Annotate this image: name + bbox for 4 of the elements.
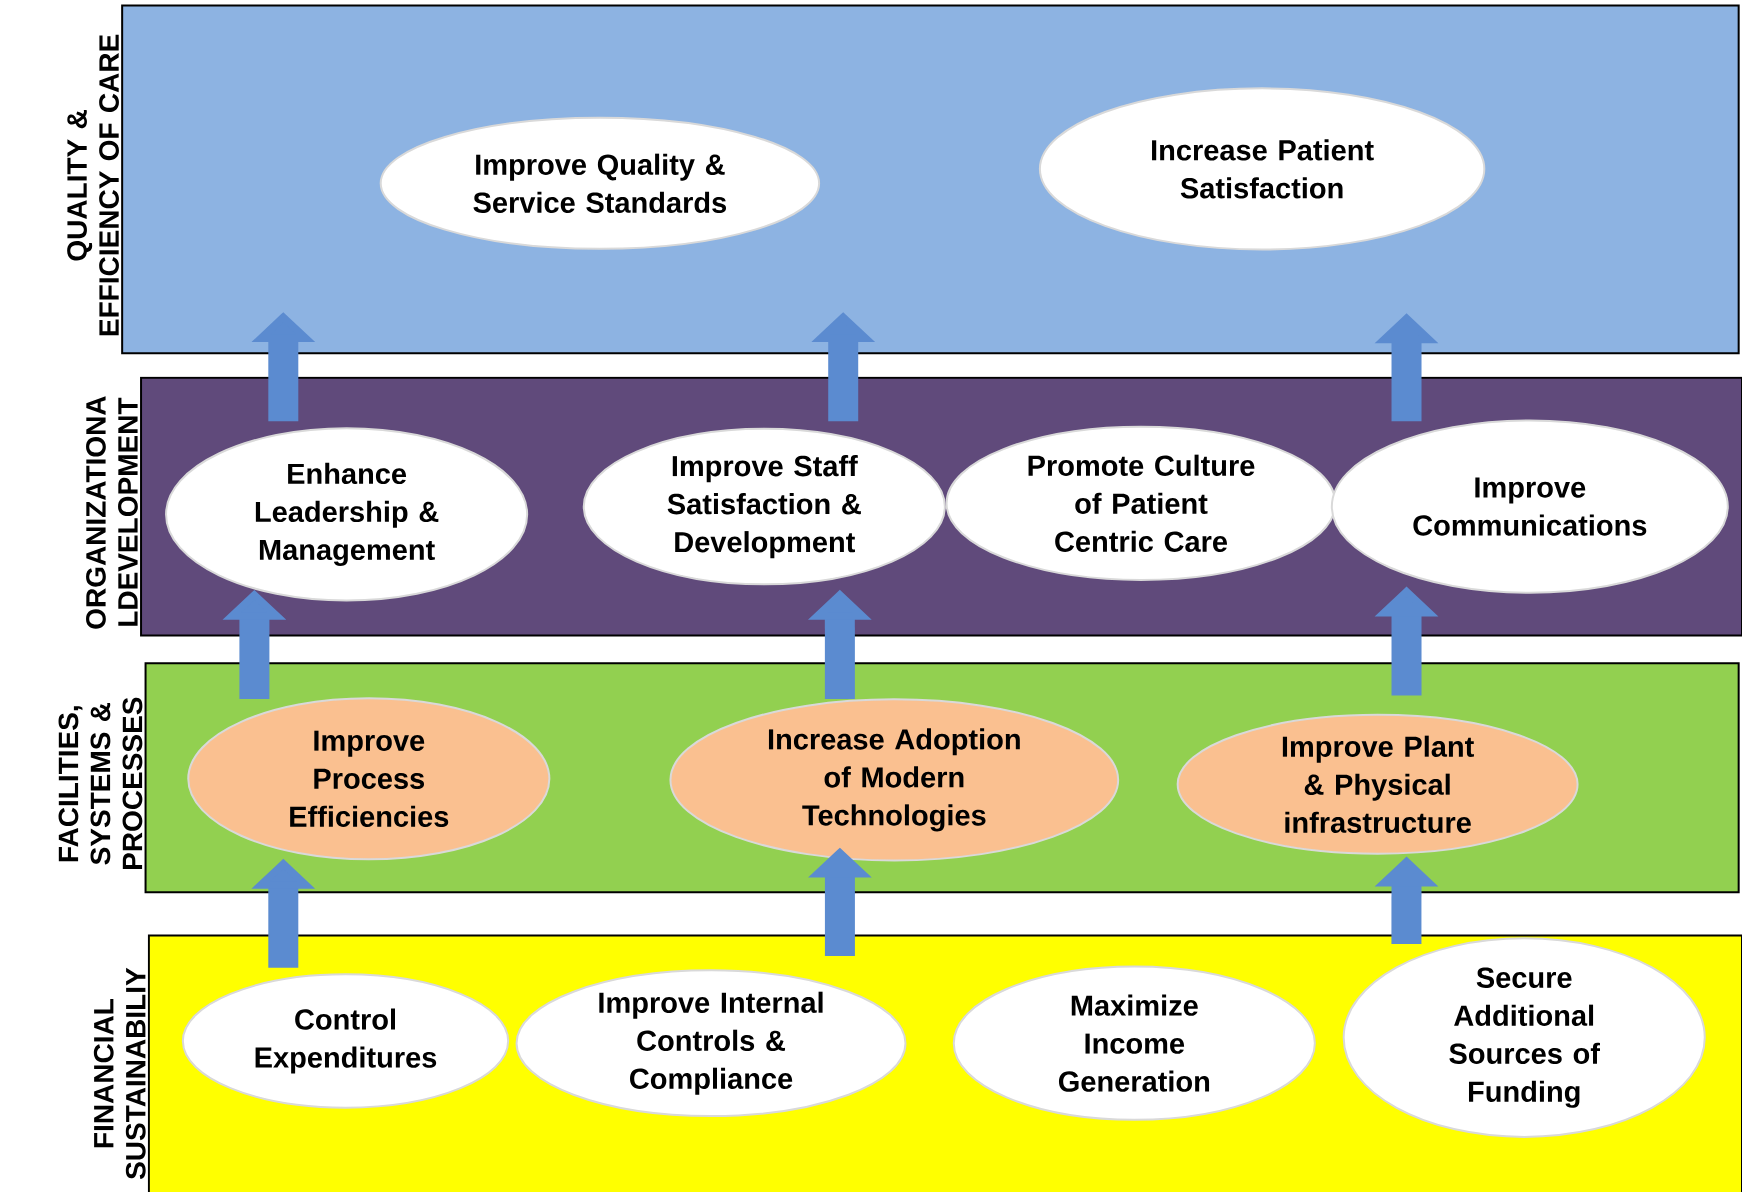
node-label: FACILITIES, SYSTEMS & PROCESSES: [58, 697, 143, 869]
node-label: FINANCIAL SUSTAINABILIY: [93, 967, 146, 1180]
node-label: QUALITY & EFFICIENCY OF CARE: [67, 34, 119, 336]
node-label: ORGANIZATIONA LDEVELOPMENT: [86, 396, 138, 629]
